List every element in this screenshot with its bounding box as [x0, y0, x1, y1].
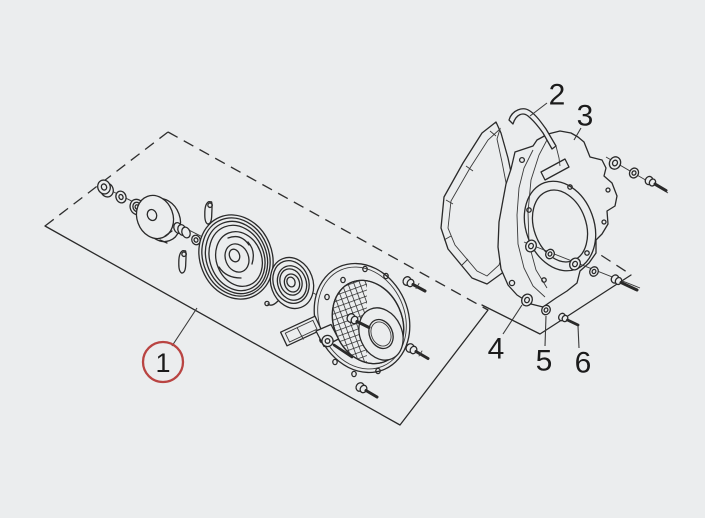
- callout-2[interactable]: 2: [529, 79, 566, 117]
- starter-cam-plate: [135, 194, 182, 244]
- screw-top-right: [402, 276, 427, 293]
- cam-spring: [173, 222, 191, 239]
- callout-3-label: 3: [577, 100, 594, 133]
- callout-4-leader: [502, 304, 523, 335]
- callout-1-circle: [141, 340, 185, 384]
- callout-2-leader: [529, 102, 548, 117]
- screw-bottom: [355, 382, 379, 399]
- washer-upper: [628, 167, 640, 179]
- callout-6-leader: [577, 325, 580, 349]
- cam-nut: [191, 234, 201, 246]
- bolt-part6: [558, 312, 580, 327]
- housing-screws: [346, 276, 430, 399]
- washer-small: [115, 190, 127, 204]
- callout-6[interactable]: 6: [575, 325, 592, 380]
- callout-3[interactable]: 3: [573, 100, 594, 141]
- bolt-lower: [610, 274, 639, 292]
- callout-4[interactable]: 4: [488, 304, 523, 366]
- recoil-spring: [264, 256, 315, 310]
- fan-cover: [497, 130, 618, 308]
- bolt-upper: [644, 175, 668, 192]
- callout-6-label: 6: [575, 347, 592, 380]
- washer-a: [545, 248, 555, 260]
- fan-cover-group: [440, 108, 669, 327]
- rope-pulley: [198, 214, 274, 300]
- fastener-set-456: [520, 293, 580, 327]
- cover-vent-slot: [540, 158, 570, 181]
- callout-1[interactable]: 1: [141, 307, 198, 384]
- fastener-row-upper: [605, 156, 669, 194]
- gasket: [440, 121, 517, 285]
- exploded-plane-left: [44, 131, 489, 426]
- callout-5[interactable]: 5: [536, 315, 553, 378]
- starter-rope: [332, 343, 354, 359]
- starter-grip: [279, 315, 354, 359]
- cover-bolt-holes: [508, 156, 611, 287]
- flange-nut: [97, 179, 114, 198]
- collar-nut-a: [524, 239, 538, 253]
- bolt-part4: [520, 293, 534, 307]
- callout-2-label: 2: [549, 79, 566, 112]
- washer-part5: [541, 304, 551, 316]
- callout-1-label: 1: [155, 348, 170, 378]
- callouts: 1 2 3 4 5 6: [141, 79, 594, 384]
- screw-mid-left: [346, 313, 371, 329]
- callout-1-leader: [171, 307, 198, 347]
- callout-5-leader: [544, 315, 547, 347]
- fastener-row-lower: [523, 239, 641, 292]
- callout-3-leader: [573, 127, 582, 141]
- collar-nut-upper: [608, 156, 622, 170]
- callout-4-label: 4: [488, 333, 505, 366]
- callout-5-label: 5: [536, 345, 553, 378]
- screw-bottom-right: [405, 343, 430, 360]
- cover-handle: [508, 108, 561, 167]
- collar-nut-b: [568, 257, 582, 271]
- washer-b: [589, 266, 599, 277]
